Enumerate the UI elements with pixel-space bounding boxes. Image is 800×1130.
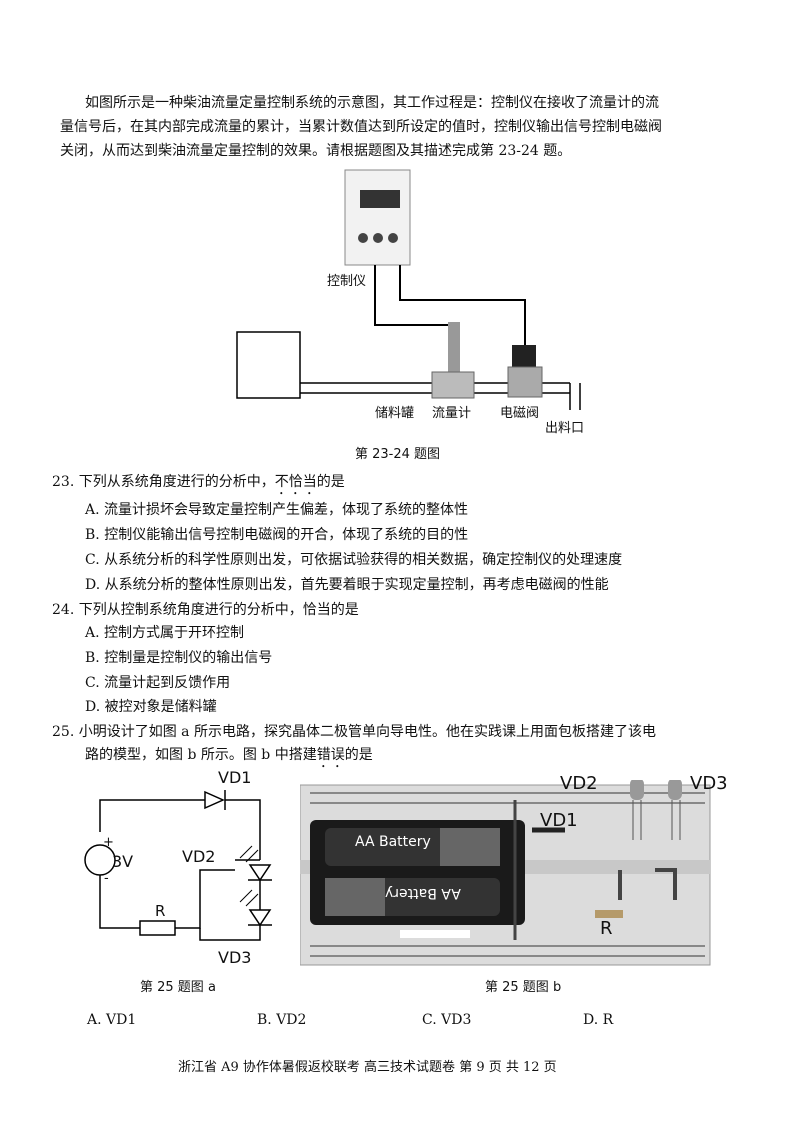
q23-option-a: A. 流量计损坏会导致定量控制产生偏差，体现了系统的整体性 xyxy=(85,502,469,518)
q23-pre: 23. 下列从系统角度进行的分析中， xyxy=(52,474,275,490)
q24-option-d: D. 被控对象是储料罐 xyxy=(85,699,217,715)
q24-option-b: B. 控制量是控制仪的输出信号 xyxy=(85,650,273,666)
q25-option-b: B. VD2 xyxy=(257,1012,307,1028)
label-controller: 控制仪 xyxy=(327,274,367,289)
figa-vd1-label: VD1 xyxy=(218,768,252,787)
label-flowmeter: 流量计 xyxy=(432,406,472,421)
label-outlet: 出料口 xyxy=(545,421,585,436)
page-footer: 浙江省 A9 协作体暑假返校联考 高三技术试题卷 第 9 页 共 12 页 xyxy=(178,1060,557,1075)
question-24: 24. 下列从控制系统角度进行的分析中，恰当的是 xyxy=(52,602,359,618)
question-25-line-2: 路的模型，如图 b 所示。图 b 中搭建错误的是 xyxy=(85,745,373,771)
question-25-line-1: 25. 小明设计了如图 a 所示电路，探究晶体二极管单向导电性。他在实践课上用面… xyxy=(52,724,656,740)
q25-option-a: A. VD1 xyxy=(87,1012,137,1028)
q23-emphasis: 不恰当 xyxy=(274,474,317,490)
circuit-figure-a xyxy=(84,790,272,941)
figa-vd3-label: VD3 xyxy=(218,948,252,967)
intro-line-2: 量信号后，在其内部完成流量的累计，当累计数值达到所设定的值时，控制仪输出信号控制… xyxy=(60,119,662,135)
q23-option-d: D. 从系统分析的整体性原则出发，首先要着眼于实现定量控制，再考虑电磁阀的性能 xyxy=(85,577,609,593)
battery-label-bottom: AA Battery xyxy=(385,885,461,901)
figb-vd1-label: VD1 xyxy=(540,810,578,831)
label-valve: 电磁阀 xyxy=(500,406,540,421)
figa-minus: - xyxy=(104,871,109,886)
q25-option-c: C. VD3 xyxy=(422,1012,472,1028)
q25-post: 的是 xyxy=(344,747,373,763)
q23-post: 的是 xyxy=(316,474,345,490)
intro-line-1: 如图所示是一种柴油流量定量控制系统的示意图，其工作过程是：控制仪在接收了流量计的… xyxy=(85,95,659,111)
q24-option-a: A. 控制方式属于开环控制 xyxy=(85,625,245,641)
q23-option-b: B. 控制仪能输出信号控制电磁阀的开合，体现了系统的目的性 xyxy=(85,527,469,543)
figure-caption-23-24: 第 23-24 题图 xyxy=(355,447,441,462)
breadboard-figure-b xyxy=(300,780,711,966)
q25-option-d: D. R xyxy=(583,1012,614,1028)
figure-caption-25b: 第 25 题图 b xyxy=(485,980,562,995)
figb-vd2-label: VD2 xyxy=(560,773,598,794)
q25-emphasis: 错误 xyxy=(316,747,345,763)
battery-label-top: AA Battery xyxy=(355,834,431,850)
figb-vd3-label: VD3 xyxy=(690,773,728,794)
q24-option-c: C. 流量计起到反馈作用 xyxy=(85,675,231,691)
q25-pre: 路的模型，如图 b 所示。图 b 中搭建 xyxy=(85,747,317,763)
figa-r-label: R xyxy=(155,902,166,920)
label-tank: 储料罐 xyxy=(375,406,415,421)
figure-23-24 xyxy=(236,169,581,410)
intro-line-3: 关闭，从而达到柴油流量定量控制的效果。请根据题图及其描述完成第 23-24 题。 xyxy=(60,143,572,159)
figb-r-label: R xyxy=(600,918,613,939)
figure-caption-25a: 第 25 题图 a xyxy=(140,980,216,995)
figa-plus: + xyxy=(103,835,114,850)
question-23: 23. 下列从系统角度进行的分析中，不恰当的是 xyxy=(52,472,345,498)
q23-option-c: C. 从系统分析的科学性原则出发，可依据试验获得的相关数据，确定控制仪的处理速度 xyxy=(85,552,623,568)
figa-vd2-label: VD2 xyxy=(182,847,216,866)
figa-source-label: 3V xyxy=(112,852,134,871)
